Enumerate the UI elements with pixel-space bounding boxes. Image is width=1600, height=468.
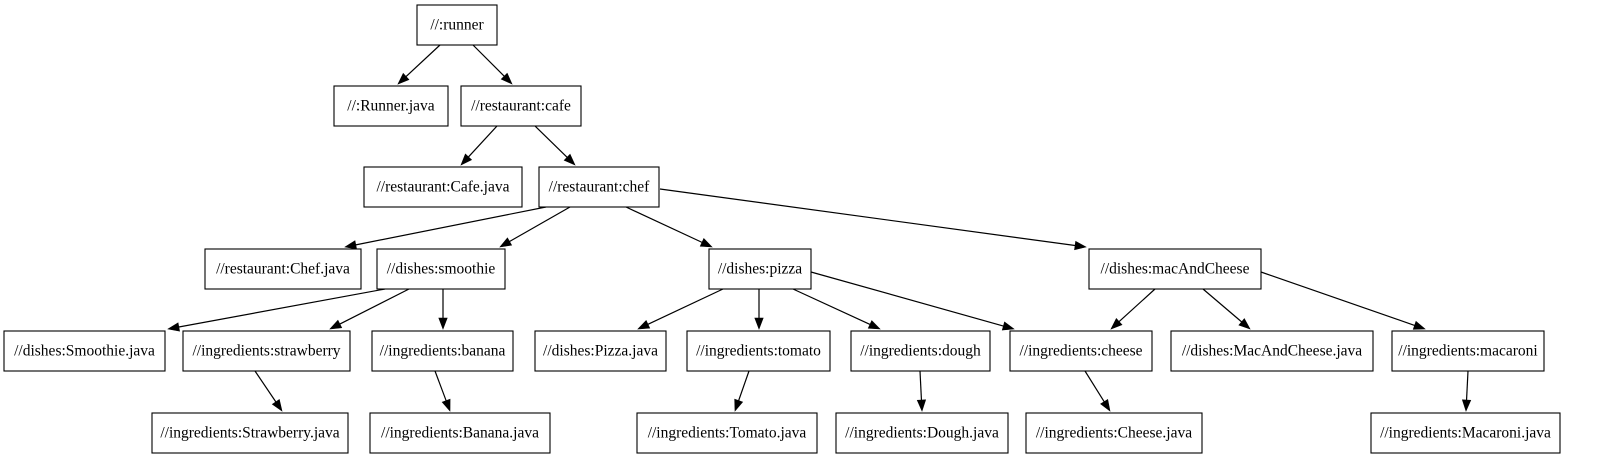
node-strawberry_java[interactable]: //ingredients:Strawberry.java — [151, 412, 349, 454]
node-ing_strawberry[interactable]: //ingredients:strawberry — [182, 330, 351, 372]
edge-runner-to-runner_java — [397, 44, 441, 85]
edge-ing_banana-to-banana_java — [434, 370, 451, 412]
node-dishes_mac[interactable]: //dishes:macAndCheese — [1088, 248, 1262, 290]
node-box-pizza_java[interactable] — [534, 330, 667, 372]
node-box-restaurant_cafe[interactable] — [460, 85, 582, 127]
node-runner_java[interactable]: //:Runner.java — [333, 85, 449, 127]
edge-dishes_mac-to-ing_cheese — [1110, 288, 1156, 330]
node-box-macaroni_java[interactable] — [1370, 412, 1561, 454]
node-box-tomato_java[interactable] — [636, 412, 818, 454]
node-label-dishes_pizza: //dishes:pizza — [718, 261, 802, 278]
node-dishes_pizza[interactable]: //dishes:pizza — [708, 248, 812, 290]
node-chef_java[interactable]: //restaurant:Chef.java — [204, 248, 362, 290]
node-box-ing_strawberry[interactable] — [182, 330, 351, 372]
edge-restaurant_chef-to-dishes_mac — [659, 188, 1087, 251]
node-dishes_smoothie[interactable]: //dishes:smoothie — [376, 248, 506, 290]
edge-dishes_pizza-to-ing_tomato — [754, 289, 764, 330]
node-label-runner: //:runner — [430, 17, 484, 34]
edge-restaurant_chef-to-dishes_pizza — [625, 206, 713, 248]
edge-ing_cheese-to-cheese_java — [1084, 370, 1111, 412]
node-label-ing_dough: //ingredients:dough — [860, 343, 981, 360]
node-ing_tomato[interactable]: //ingredients:tomato — [686, 330, 831, 372]
node-label-ing_strawberry: //ingredients:strawberry — [192, 343, 340, 360]
node-label-ing_macaroni: //ingredients:macaroni — [1398, 343, 1538, 360]
node-label-ing_banana: //ingredients:banana — [380, 343, 506, 360]
node-box-strawberry_java[interactable] — [151, 412, 349, 454]
node-cafe_java[interactable]: //restaurant:Cafe.java — [363, 166, 523, 208]
node-box-cafe_java[interactable] — [363, 166, 523, 208]
node-box-dishes_pizza[interactable] — [708, 248, 812, 290]
edge-dishes_pizza-to-ing_cheese — [810, 271, 1015, 331]
edge-dishes_mac-to-ing_macaroni — [1260, 271, 1426, 330]
node-label-restaurant_chef: //restaurant:chef — [549, 179, 651, 196]
node-box-cheese_java[interactable] — [1025, 412, 1203, 454]
node-box-banana_java[interactable] — [369, 412, 551, 454]
node-box-dishes_smoothie[interactable] — [376, 248, 506, 290]
edge-ing_strawberry-to-strawberry_java — [254, 370, 283, 412]
node-banana_java[interactable]: //ingredients:Banana.java — [369, 412, 551, 454]
node-label-chef_java: //restaurant:Chef.java — [216, 261, 350, 278]
edge-restaurant_chef-to-dishes_smoothie — [499, 206, 571, 248]
node-dough_java[interactable]: //ingredients:Dough.java — [835, 412, 1009, 454]
edge-dishes_smoothie-to-smoothie_java — [167, 288, 386, 332]
node-label-ing_cheese: //ingredients:cheese — [1019, 343, 1142, 360]
node-box-smoothie_java[interactable] — [3, 330, 166, 372]
node-label-pizza_java: //dishes:Pizza.java — [543, 343, 658, 360]
node-smoothie_java[interactable]: //dishes:Smoothie.java — [3, 330, 166, 372]
edge-restaurant_cafe-to-cafe_java — [460, 125, 498, 166]
node-box-chef_java[interactable] — [204, 248, 362, 290]
node-box-dishes_mac[interactable] — [1088, 248, 1262, 290]
edges-layer — [167, 44, 1472, 412]
edge-ing_tomato-to-tomato_java — [734, 370, 750, 412]
node-label-dishes_smoothie: //dishes:smoothie — [387, 261, 496, 278]
edge-dishes_mac-to-mac_java — [1202, 288, 1251, 330]
node-box-ing_cheese[interactable] — [1009, 330, 1153, 372]
node-box-ing_tomato[interactable] — [686, 330, 831, 372]
node-label-cheese_java: //ingredients:Cheese.java — [1036, 425, 1192, 442]
edge-ing_dough-to-dough_java — [916, 370, 927, 412]
node-label-restaurant_cafe: //restaurant:cafe — [471, 98, 571, 115]
node-box-ing_dough[interactable] — [850, 330, 991, 372]
node-label-macaroni_java: //ingredients:Macaroni.java — [1380, 425, 1551, 442]
node-box-ing_macaroni[interactable] — [1391, 330, 1545, 372]
edge-dishes_smoothie-to-ing_strawberry — [329, 288, 410, 330]
edge-ing_macaroni-to-macaroni_java — [1461, 370, 1472, 412]
edge-restaurant_chef-to-chef_java — [344, 206, 547, 250]
edge-runner-to-restaurant_cafe — [472, 44, 513, 85]
node-label-strawberry_java: //ingredients:Strawberry.java — [160, 425, 339, 442]
node-label-mac_java: //dishes:MacAndCheese.java — [1182, 343, 1362, 360]
node-box-ing_banana[interactable] — [371, 330, 514, 372]
edge-dishes_pizza-to-ing_dough — [792, 288, 881, 330]
node-label-banana_java: //ingredients:Banana.java — [381, 425, 539, 442]
node-restaurant_cafe[interactable]: //restaurant:cafe — [460, 85, 582, 127]
node-label-smoothie_java: //dishes:Smoothie.java — [14, 343, 155, 360]
node-box-runner[interactable] — [416, 4, 498, 46]
node-label-tomato_java: //ingredients:Tomato.java — [648, 425, 807, 442]
node-label-cafe_java: //restaurant:Cafe.java — [377, 179, 510, 196]
node-label-dishes_mac: //dishes:macAndCheese — [1101, 261, 1250, 278]
node-label-runner_java: //:Runner.java — [347, 98, 435, 115]
edge-restaurant_cafe-to-restaurant_chef — [534, 125, 576, 166]
node-label-dough_java: //ingredients:Dough.java — [845, 425, 999, 442]
node-ing_cheese[interactable]: //ingredients:cheese — [1009, 330, 1153, 372]
node-box-runner_java[interactable] — [333, 85, 449, 127]
node-box-mac_java[interactable] — [1170, 330, 1374, 372]
node-restaurant_chef[interactable]: //restaurant:chef — [538, 166, 660, 208]
nodes-layer: //:runner //:Runner.java //restaurant:cafe… — [3, 4, 1561, 454]
node-box-restaurant_chef[interactable] — [538, 166, 660, 208]
edge-dishes_pizza-to-pizza_java — [637, 288, 724, 330]
node-mac_java[interactable]: //dishes:MacAndCheese.java — [1170, 330, 1374, 372]
node-runner[interactable]: //:runner — [416, 4, 498, 46]
node-box-dough_java[interactable] — [835, 412, 1009, 454]
node-ing_banana[interactable]: //ingredients:banana — [371, 330, 514, 372]
edge-dishes_smoothie-to-ing_banana — [438, 289, 448, 330]
node-label-ing_tomato: //ingredients:tomato — [696, 343, 821, 360]
node-macaroni_java[interactable]: //ingredients:Macaroni.java — [1370, 412, 1561, 454]
node-pizza_java[interactable]: //dishes:Pizza.java — [534, 330, 667, 372]
node-cheese_java[interactable]: //ingredients:Cheese.java — [1025, 412, 1203, 454]
node-ing_dough[interactable]: //ingredients:dough — [850, 330, 991, 372]
node-tomato_java[interactable]: //ingredients:Tomato.java — [636, 412, 818, 454]
node-ing_macaroni[interactable]: //ingredients:macaroni — [1391, 330, 1545, 372]
